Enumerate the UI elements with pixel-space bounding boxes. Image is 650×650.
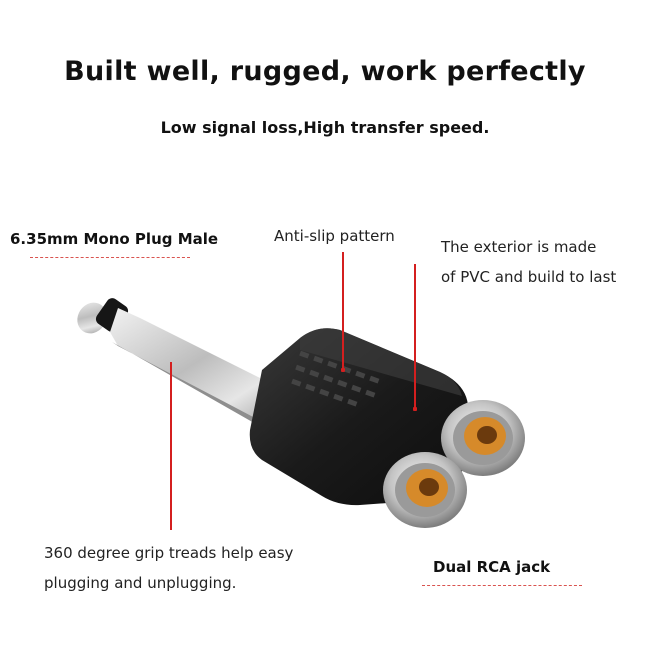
callout-anti-slip: Anti-slip pattern [274,227,395,245]
headline: Built well, rugged, work perfectly [64,56,586,87]
callout-grip-line2: plugging and unplugging. [44,574,237,592]
callout-rca-underline [422,585,582,586]
callout-plug: 6.35mm Mono Plug Male [10,230,219,248]
rca-jack-lower [383,452,467,528]
callout-plug-underline [30,257,190,258]
callout-exterior-line2: of PVC and build to last [441,268,617,286]
callout-grip-line1: 360 degree grip treads help easy [44,544,294,562]
callout-exterior-line1: The exterior is made [441,238,597,256]
exterior-leader-line [414,264,416,410]
anti-slip-leader-dot [341,368,345,372]
subheadline: Low signal loss,High transfer speed. [160,118,490,137]
rca-jack-upper [441,400,525,476]
plug-shaft [110,308,300,432]
exterior-leader-dot [413,407,417,411]
grip-pattern [291,350,380,407]
callout-rca: Dual RCA jack [433,558,551,576]
grip-leader-line [170,362,172,530]
anti-slip-leader-line [342,252,344,370]
